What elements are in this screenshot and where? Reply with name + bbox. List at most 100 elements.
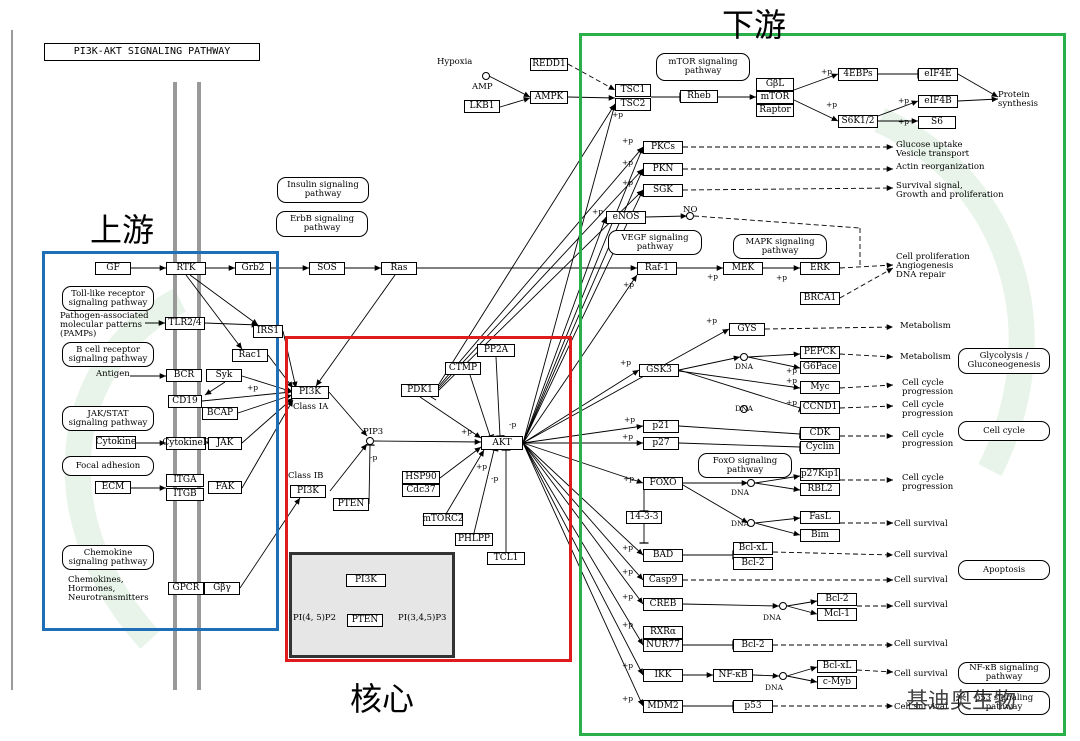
pathway-link-jakstat: JAK/STAT signaling pathway (62, 406, 154, 431)
edge-line (957, 73, 999, 98)
akt-target-edge (522, 442, 644, 707)
edge-line (438, 146, 644, 387)
label-class1a: Class IA (293, 402, 329, 412)
gene-bclxl: Bcl-xL (733, 542, 773, 555)
gene-rbl2: RBL2 (800, 483, 840, 496)
gene-sgk: SGK (643, 184, 683, 197)
label-cc_progression: Cell cycle progression (902, 400, 954, 419)
gene-bcap: BCAP (202, 407, 238, 420)
label-cell_survival: Cell survival (894, 600, 948, 610)
gene-gpcr: GPCR (168, 582, 204, 595)
background-watermark-arcs (64, 108, 1035, 649)
label-survival_growth: Survival signal, Growth and proliferatio… (896, 181, 1004, 200)
dna-label: DNA (765, 683, 783, 692)
phospho-label: +p (247, 383, 259, 392)
edge-line (567, 94, 616, 101)
pathway-link-toll: Toll-like receptor signaling pathway (62, 286, 154, 311)
phospho-label: +p (821, 67, 833, 76)
edge-line (678, 369, 802, 413)
dna-label: DNA (763, 613, 781, 622)
phospho-label: +p (622, 432, 634, 441)
gene-itga: ITGA (166, 474, 204, 487)
compound-circle (740, 405, 748, 413)
pathway-title: PI3K-AKT SIGNALING PATHWAY (44, 43, 260, 61)
phospho-label: +p (622, 661, 634, 670)
gene-ras: Ras (381, 262, 417, 275)
edge-line (786, 605, 818, 616)
edge-line (567, 63, 616, 91)
edge-line (645, 213, 688, 220)
gene-rxra: RXRα (643, 626, 683, 639)
gene-g6pace: G6Pace (800, 361, 840, 374)
upstream-label: 上游 (90, 211, 155, 249)
label-cell_survival: Cell survival (894, 550, 948, 560)
compound-circle (779, 672, 787, 680)
gene-brca1: BRCA1 (800, 292, 840, 305)
gene-pepck: PEPCK (800, 346, 840, 359)
gene-gf: GF (95, 262, 131, 275)
label-metabolism: Metabolism (900, 352, 951, 362)
gene-foxo: FOXO (643, 477, 683, 490)
edge-line (957, 96, 999, 103)
gene-eif4e: eIF4E (918, 68, 958, 81)
gene-mdm2: MDM2 (643, 700, 683, 713)
edge-line (419, 396, 482, 439)
core-label: 核心 (350, 680, 415, 718)
edge-line (754, 522, 801, 537)
edge-line (754, 515, 801, 524)
edge-line (439, 446, 482, 479)
pathway-link-apoptosis: Apoptosis (958, 560, 1050, 580)
gene-gbl: GβL (756, 78, 794, 91)
phospho-label: +p (622, 543, 634, 552)
dna-label: DNA (735, 362, 753, 371)
edge-line (877, 100, 919, 117)
phospho-label: +p (476, 462, 488, 471)
gene-enos: eNOS (606, 211, 646, 224)
gene-fasl: FasL (800, 511, 840, 524)
edge-line (241, 375, 294, 393)
gene-raptor: Raptor (756, 104, 794, 117)
gene-cdk: CDK (800, 427, 840, 440)
gene-gsk3: GSK3 (639, 364, 679, 377)
edge-line (365, 444, 375, 505)
gene-cd19: CD19 (168, 395, 202, 408)
gene-tsc1: TSC1 (615, 84, 651, 97)
dna-label: DNA (735, 404, 753, 413)
gene-grb2: Grb2 (235, 262, 271, 275)
gene-eif4b: eIF4B (918, 95, 958, 108)
phospho-label: +p (620, 358, 632, 367)
gene-cdc37: Cdc37 (402, 484, 440, 497)
gene-jak: JAK (208, 437, 242, 450)
phospho-label: +p (786, 376, 798, 385)
akt-target-edge (522, 442, 644, 581)
dephospho-label: -p (370, 453, 378, 462)
edge-line (204, 321, 259, 328)
label-metabolism: Metabolism (900, 321, 951, 331)
edge-line (839, 267, 894, 299)
gene-pp2a: PP2A (477, 344, 515, 357)
gene-rac1: Rac1 (232, 349, 268, 362)
edge-line (752, 672, 780, 679)
akt-target-edge (522, 328, 730, 444)
edge-line (839, 382, 894, 389)
label-pi45p2: PI(4, 5)P2 (293, 613, 337, 623)
compound-circle (740, 353, 748, 361)
edge-line (469, 374, 495, 439)
edge-line (786, 675, 818, 684)
pathway-link-mtorsig: mTOR signaling pathway (656, 53, 750, 81)
downstream-region (579, 33, 1066, 736)
gene-creb: CREB (643, 598, 683, 611)
label-class1b: Class IB (288, 471, 324, 481)
gene-lkb1: LKB1 (464, 100, 500, 113)
edge-line (204, 381, 226, 396)
pathway-link-cellcycle: Cell cycle (958, 421, 1050, 441)
dephospho-label: -p (509, 420, 517, 429)
gene-p27: p27 (643, 437, 679, 450)
phospho-label: +p (622, 567, 634, 576)
label-pamps: Pathogen-associated molecular patterns (… (60, 311, 149, 339)
phospho-label: +p (898, 96, 910, 105)
phospho-label: +p (706, 316, 718, 325)
gene-rtk: RTK (166, 262, 206, 275)
edge-line (764, 324, 894, 330)
edge-line (772, 551, 894, 558)
